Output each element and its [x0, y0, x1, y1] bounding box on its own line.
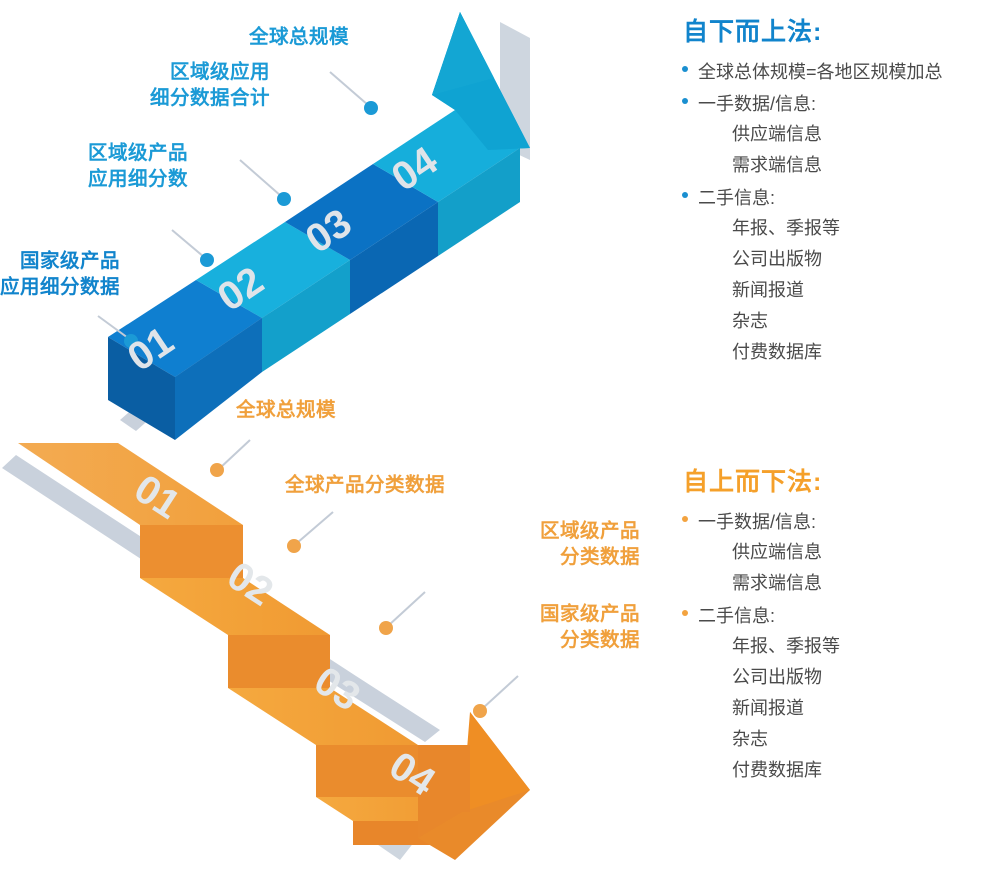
orange-label-04: 国家级产品 分类数据 — [539, 603, 640, 651]
blue-step-04-riser — [438, 148, 520, 256]
list-item: 二手信息: 年报、季报等 公司出版物 新闻报道 杂志 付费数据库 — [672, 183, 988, 368]
panel-top-down: 自上而下法: 一手数据/信息: 供应端信息 需求端信息 二手信息: 年报、季报等 — [672, 462, 988, 788]
sub-list: 年报、季报等 公司出版物 新闻报道 杂志 付费数据库 — [698, 631, 988, 786]
list-item: 全球总体规模=各地区规模加总 — [672, 57, 988, 87]
bullet-label: 二手信息: — [698, 188, 776, 208]
sub-list-item: 付费数据库 — [732, 760, 822, 780]
sub-list-item: 公司出版物 — [732, 249, 822, 269]
sub-list-item: 年报、季报等 — [732, 636, 840, 656]
sub-list-item: 公司出版物 — [732, 667, 822, 687]
blue-step-03-riser — [350, 202, 438, 314]
panel-top-down-list: 一手数据/信息: 供应端信息 需求端信息 二手信息: 年报、季报等 公司出版物 … — [672, 507, 988, 786]
blue-step-02-top — [196, 222, 350, 318]
bullet-icon — [682, 516, 688, 522]
bullet-icon — [682, 98, 688, 104]
orange-step-01-riser — [140, 525, 243, 578]
blue-label-02: 区域级产品 应用细分数 — [87, 142, 188, 190]
bullet-label: 一手数据/信息: — [698, 94, 817, 114]
bullet-icon — [682, 192, 688, 198]
sub-list: 供应端信息 需求端信息 — [698, 537, 988, 599]
bullet-label: 一手数据/信息: — [698, 512, 817, 532]
sub-list-item: 供应端信息 — [732, 124, 822, 144]
blue-staircase — [108, 12, 530, 440]
sub-list-item: 年报、季报等 — [732, 218, 840, 238]
blue-label-04: 全球总规模 — [248, 26, 349, 48]
blue-step-03-top — [285, 164, 438, 260]
orange-step-02-riser — [228, 635, 330, 688]
sub-list-item: 杂志 — [732, 311, 768, 331]
blue-step-01-top — [108, 280, 262, 377]
orange-step-01-top — [18, 443, 243, 525]
sub-list-item: 需求端信息 — [732, 573, 822, 593]
sub-list-item: 杂志 — [732, 729, 768, 749]
orange-label-01: 全球总规模 — [236, 399, 337, 421]
blue-label-01: 国家级产品 应用细分数据 — [0, 250, 120, 298]
sub-list-item: 新闻报道 — [732, 280, 804, 300]
sub-list: 供应端信息 需求端信息 — [698, 119, 988, 181]
blue-step-01-side — [108, 337, 175, 440]
method-panels: 自下而上法: 全球总体规模=各地区规模加总 一手数据/信息: 供应端信息 需求端… — [672, 0, 988, 879]
orange-staircase — [2, 443, 530, 860]
blue-label-03: 区域级应用 细分数据合计 — [149, 61, 270, 109]
bullet-icon — [682, 610, 688, 616]
blue-step-02-riser — [262, 260, 350, 372]
sub-list-item: 供应端信息 — [732, 542, 822, 562]
sub-list-item: 需求端信息 — [732, 155, 822, 175]
orange-step-02-top — [140, 578, 330, 635]
blue-connectors — [97, 71, 369, 339]
orange-connectors — [219, 439, 519, 709]
orange-step-03-riser — [316, 745, 418, 797]
bullet-icon — [682, 66, 688, 72]
sub-list-item: 付费数据库 — [732, 342, 822, 362]
list-item: 二手信息: 年报、季报等 公司出版物 新闻报道 杂志 付费数据库 — [672, 601, 988, 786]
orange-label-03: 区域级产品 分类数据 — [539, 520, 640, 568]
orange-label-02: 全球产品分类数据 — [285, 474, 446, 496]
bullet-label: 全球总体规模=各地区规模加总 — [698, 62, 943, 82]
orange-connector-dots — [210, 463, 487, 718]
list-item: 一手数据/信息: 供应端信息 需求端信息 — [672, 507, 988, 599]
bullet-label: 二手信息: — [698, 606, 776, 626]
sub-list-item: 新闻报道 — [732, 698, 804, 718]
sub-list: 年报、季报等 公司出版物 新闻报道 杂志 付费数据库 — [698, 213, 988, 368]
panel-bottom-up-list: 全球总体规模=各地区规模加总 一手数据/信息: 供应端信息 需求端信息 二手信息… — [672, 57, 988, 368]
blue-connector-dots — [124, 101, 378, 348]
list-item: 一手数据/信息: 供应端信息 需求端信息 — [672, 89, 988, 181]
panel-bottom-up-title: 自下而上法: — [683, 18, 823, 46]
panel-bottom-up: 自下而上法: 全球总体规模=各地区规模加总 一手数据/信息: 供应端信息 需求端… — [672, 12, 988, 370]
orange-step-03-top — [228, 688, 418, 745]
panel-top-down-title: 自上而下法: — [683, 468, 823, 496]
blue-step-01-riser — [175, 318, 262, 440]
